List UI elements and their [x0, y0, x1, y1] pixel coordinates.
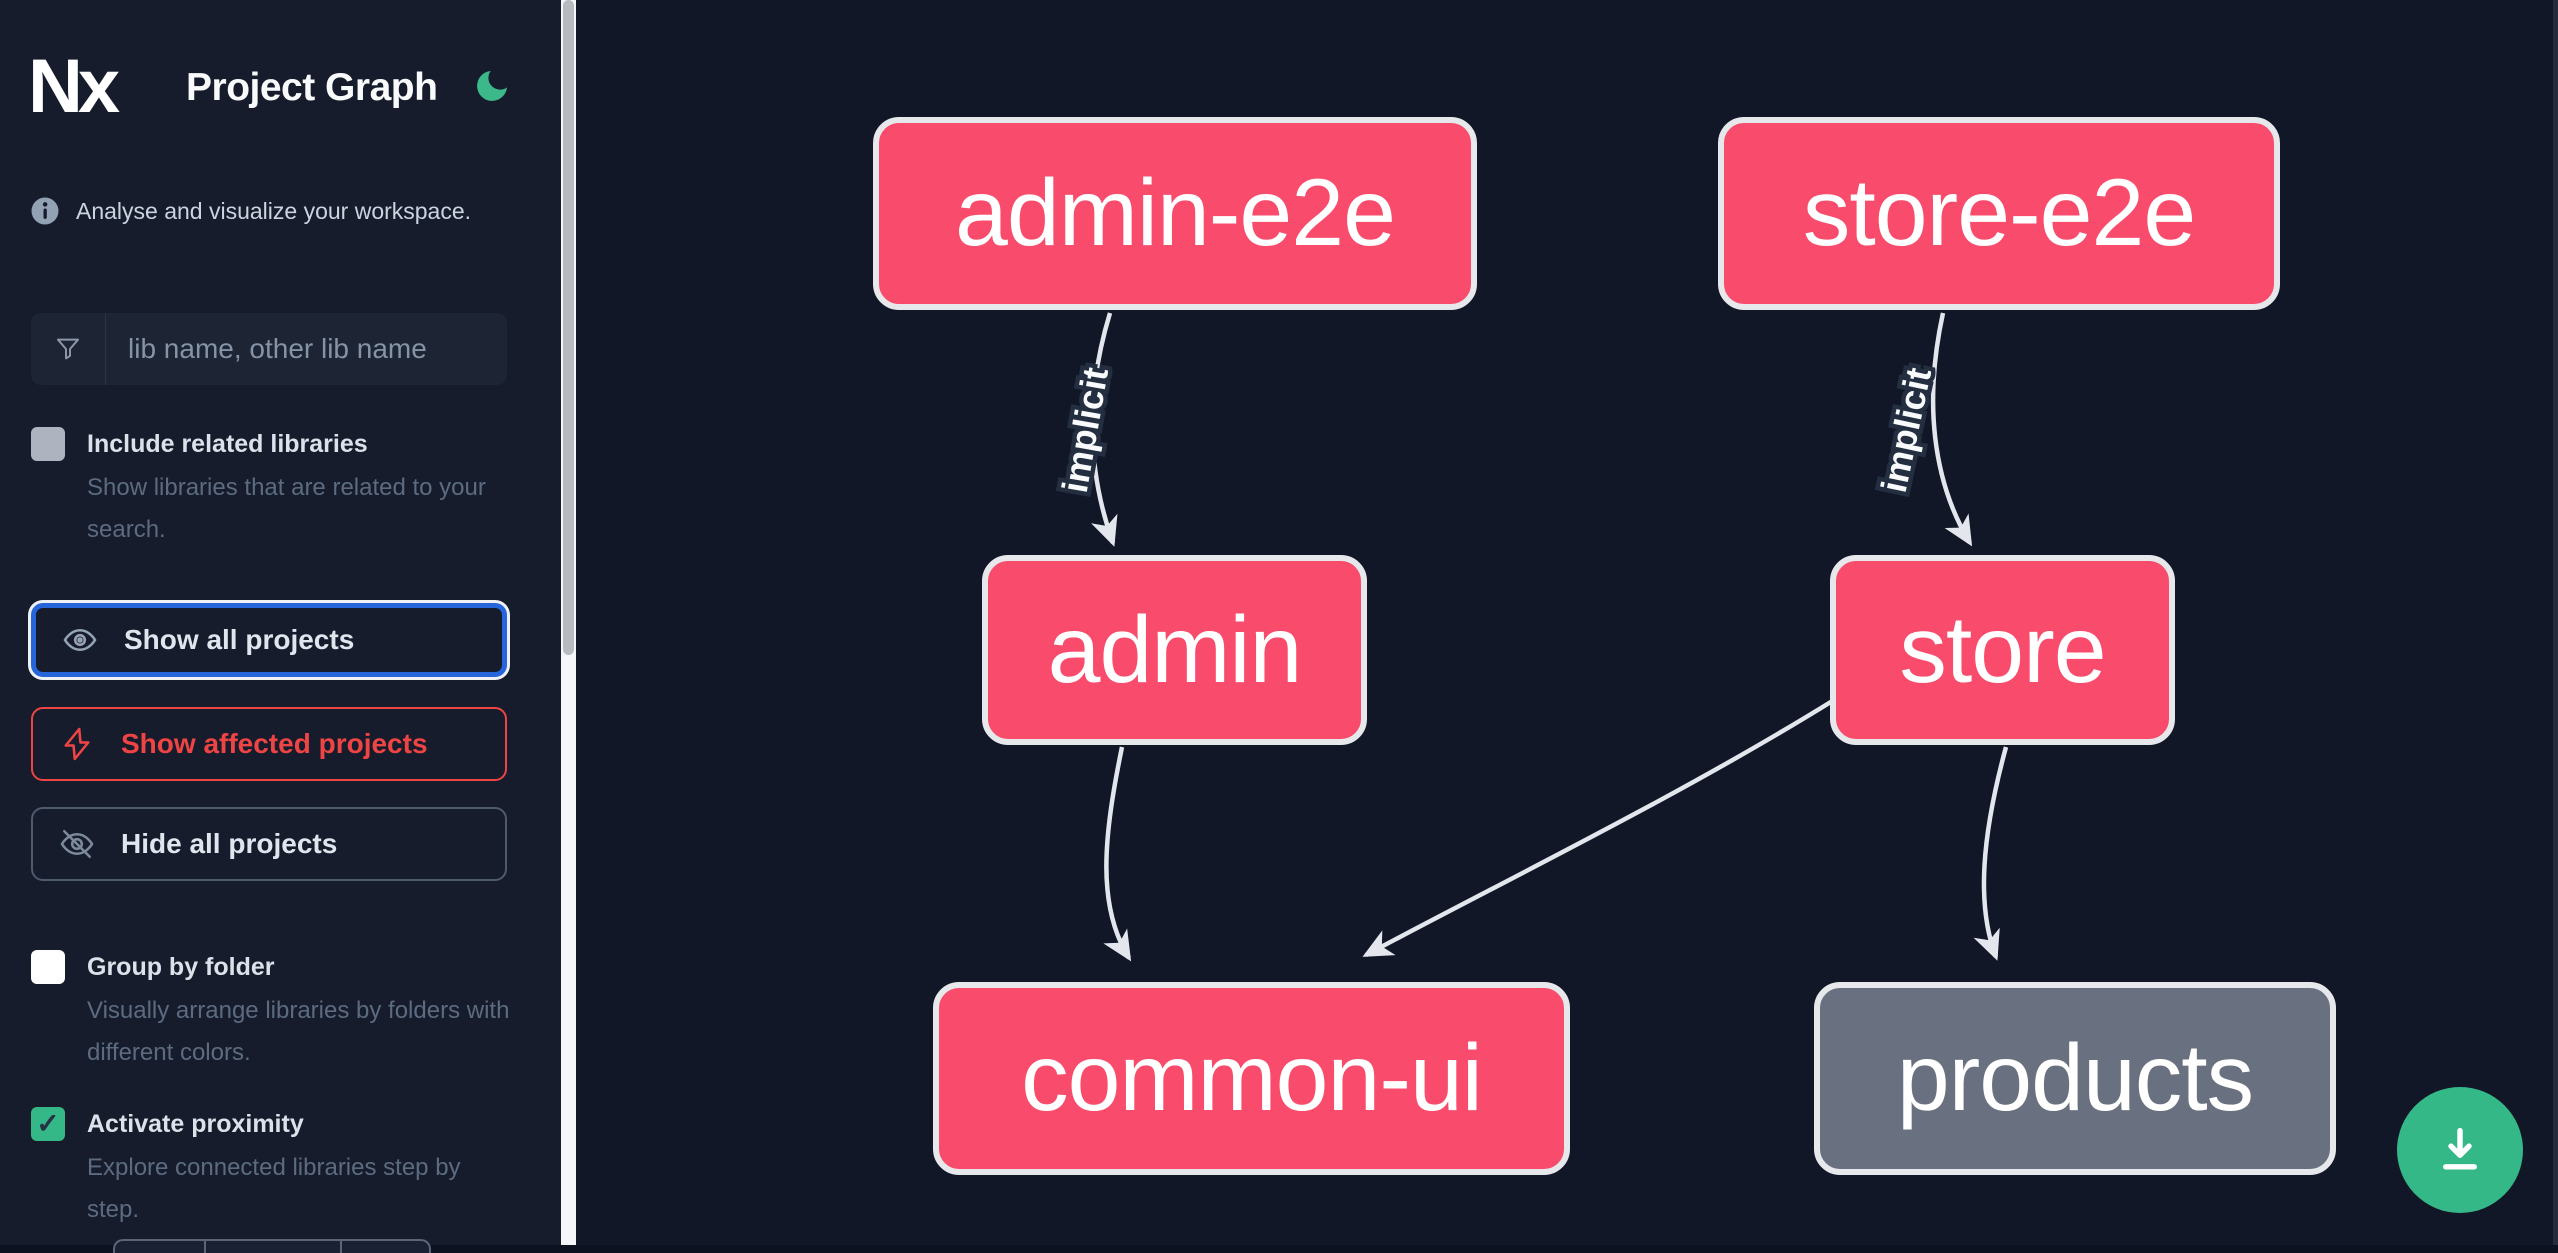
search-input[interactable]: [106, 313, 511, 385]
checkbox-include-related[interactable]: [31, 427, 65, 461]
bolt-icon: [64, 727, 90, 761]
graph-canvas[interactable]: implicit implicit admin-e2e store-e2e ad…: [576, 0, 2558, 1245]
node-label: common-ui: [1021, 1025, 1483, 1131]
node-label: products: [1896, 1025, 2254, 1131]
sidebar-scrollbar-track[interactable]: [561, 0, 576, 1245]
edge-store-e2e-store: [1930, 312, 1973, 547]
button-label: Hide all projects: [121, 828, 338, 859]
sidebar-scrollbar-thumb[interactable]: [563, 0, 574, 655]
edge-label-implicit: implicit: [1054, 364, 1116, 495]
checkbox-activate-proximity[interactable]: [31, 1107, 65, 1141]
toggle-description: Explore connected libraries step by step…: [87, 1154, 461, 1223]
sidebar: Nx Project Graph Analyse and visualize y…: [0, 0, 561, 1253]
node-label: store: [1899, 596, 2106, 703]
node-label: store-e2e: [1802, 160, 2196, 266]
node-label: admin: [1047, 596, 1303, 703]
download-graph-button[interactable]: [2397, 1087, 2523, 1213]
sidebar-header: Nx Project Graph: [30, 52, 507, 122]
toggle-description: Show libraries that are related to your …: [87, 474, 486, 543]
hide-all-projects-button[interactable]: Hide all projects: [31, 807, 507, 881]
toggle-label: Include related libraries: [87, 430, 368, 458]
edge-store-common-ui: [1362, 698, 1836, 957]
edge-admin-e2e-admin: [1090, 312, 1118, 547]
download-icon: [2443, 1127, 2477, 1170]
dependency-edges: implicit implicit: [1049, 312, 2009, 962]
page-title: Project Graph: [186, 66, 438, 109]
graph-node-store[interactable]: store: [1830, 555, 2175, 745]
filter-icon-cell: [31, 313, 106, 385]
graph-node-admin[interactable]: admin: [982, 555, 1367, 745]
moon-icon: [477, 71, 507, 101]
graph-node-products[interactable]: products: [1814, 982, 2336, 1175]
checkbox-group-by-folder[interactable]: [31, 950, 65, 984]
workspace-tagline: Analyse and visualize your workspace.: [30, 196, 471, 226]
edge-store-products: [1973, 746, 2009, 961]
graph-node-admin-e2e[interactable]: admin-e2e: [873, 117, 1477, 310]
svg-text:Nx: Nx: [30, 52, 120, 122]
show-all-projects-button[interactable]: Show all projects: [31, 603, 507, 677]
toggle-label: Activate proximity: [87, 1110, 304, 1138]
edge-admin-common-ui: [1103, 746, 1132, 962]
theme-toggle-button[interactable]: [472, 66, 512, 106]
tagline-text: Analyse and visualize your workspace.: [76, 197, 472, 224]
toggle-group-by-folder: Group by folder Visually arrange librari…: [31, 948, 517, 1074]
search-box: [31, 313, 511, 385]
button-label: Show affected projects: [121, 728, 428, 759]
nx-logo: Nx: [30, 52, 125, 122]
button-label: Show all projects: [124, 624, 355, 655]
info-icon: [31, 197, 59, 225]
show-affected-projects-button[interactable]: Show affected projects: [31, 707, 507, 781]
proximity-depth-control-partial[interactable]: [113, 1239, 431, 1253]
toggle-activate-proximity: Activate proximity Explore connected lib…: [31, 1105, 517, 1231]
graph-node-common-ui[interactable]: common-ui: [933, 982, 1570, 1175]
graph-node-store-e2e[interactable]: store-e2e: [1718, 117, 2280, 310]
eye-off-icon: [60, 829, 94, 859]
canvas-scrollbar-track[interactable]: [2553, 0, 2558, 1245]
toggle-include-related: Include related libraries Show libraries…: [31, 425, 517, 551]
toggle-label: Group by folder: [87, 953, 275, 981]
funnel-icon: [57, 338, 79, 360]
eye-icon: [63, 628, 97, 652]
edge-label-implicit: implicit: [1873, 364, 1939, 496]
node-label: admin-e2e: [955, 160, 1396, 266]
toggle-description: Visually arrange libraries by folders wi…: [87, 997, 510, 1066]
